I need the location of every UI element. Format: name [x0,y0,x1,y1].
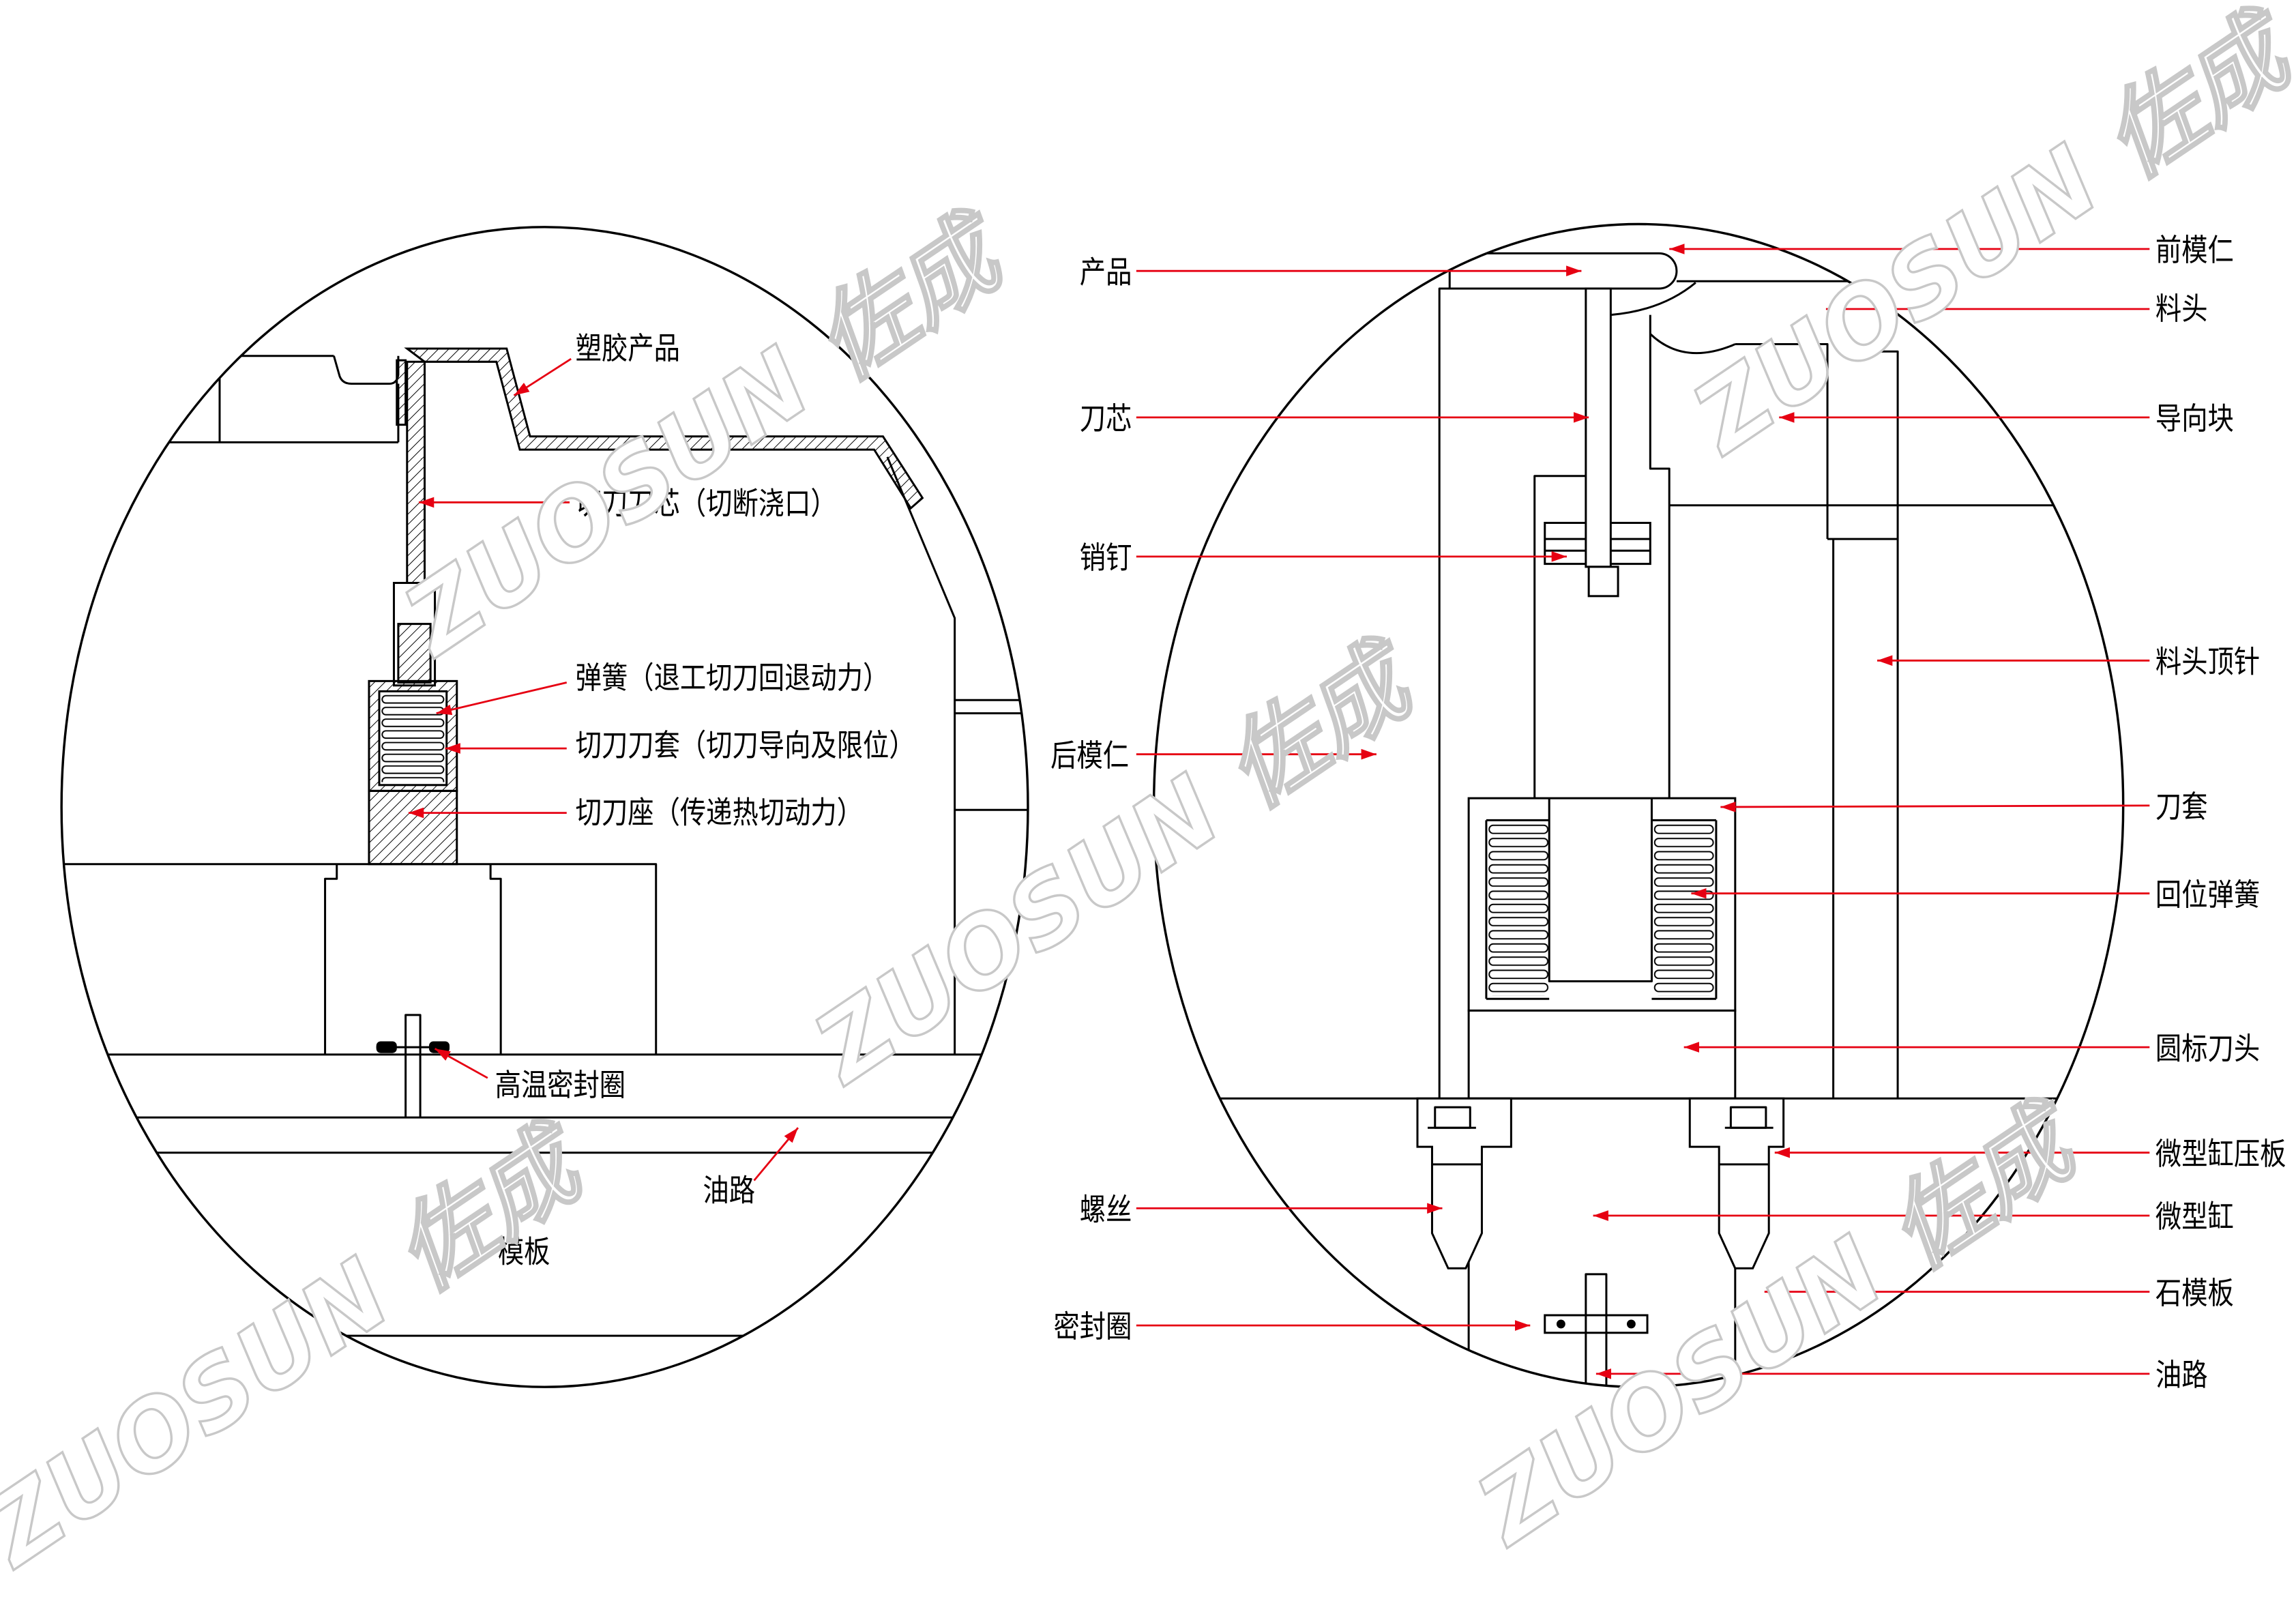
label-micro-cylinder: 微型缸 [2155,1199,2234,1235]
right-detail-diagram: 产品 刀芯 销钉 后模仁 螺丝 密封圈 前模仁 料头 导向块 料头顶针 刀套 回… [1050,222,2286,1393]
arrow-right-cutter-sleeve [1720,802,2150,812]
label-right-cutter-core: 刀芯 [1080,400,1132,437]
label-cutter-sleeve: 切刀刀套（切刀导向及限位） [576,727,915,763]
right-round-cutter-head [1467,1009,1737,1100]
label-rear-mold-insert: 后模仁 [1050,737,1129,774]
label-plastic-product: 塑胶产品 [576,330,680,366]
label-spring: 弹簧（退工切刀回退动力） [576,660,889,696]
watermark: ZUOSUN 佐成 [793,619,1439,1106]
right-press-plate-screw-right [1688,1097,1785,1270]
label-mold-plate: 石模板 [2155,1275,2234,1311]
label-oil-path-left: 油路 [703,1173,755,1209]
left-cutter-seat [368,789,458,866]
right-return-spring-right [1653,823,1715,996]
label-runner: 料头 [2155,291,2208,327]
label-front-mold-insert: 前模仁 [2155,232,2234,268]
label-right-seal-ring: 密封圈 [1053,1308,1132,1345]
right-cutter-core-foot [1587,566,1619,598]
left-cylinder-pocket [324,864,502,1055]
right-detail-drawing [1153,252,2123,1388]
right-cutter-core [1585,287,1612,568]
label-oil-path-right: 油路 [2155,1357,2208,1393]
label-cylinder-press-plate: 微型缸压板 [2155,1136,2286,1172]
right-seal-ring [1544,1273,1649,1388]
label-screw: 螺丝 [1080,1191,1132,1227]
label-right-cutter-sleeve: 刀套 [2155,789,2208,825]
arrow-oil-path-left [753,1127,799,1182]
watermark: ZUOSUN 佐成 [0,1103,609,1589]
left-right-step-lines [954,699,1028,811]
left-cavity-side-line [886,456,956,1055]
left-gate-notch [332,355,400,385]
left-detail-drawing [61,347,1028,1337]
label-dowel-pin: 销钉 [1080,540,1132,576]
left-plastic-product [404,347,924,510]
left-spring [381,694,445,782]
label-round-cutter-head: 圆标刀头 [2155,1030,2260,1066]
right-runner-ejector-pin [1827,350,1899,1099]
label-guide-block: 导向块 [2155,400,2234,437]
left-detail-diagram: 塑胶产品 切刀刀芯（切断浇口） 弹簧（退工切刀回退动力） 切刀刀套（切刀导向及限… [60,226,1029,1388]
right-guide-block-outline [1649,314,2109,799]
left-piston-stem [404,1014,422,1118]
right-return-spring-left [1488,823,1550,996]
label-cutter-seat: 切刀座（传递热切动力） [576,795,863,831]
right-rear-mold-outline [1438,287,1586,1099]
right-press-plate-screw-left [1416,1097,1512,1270]
arrow-seal-ring [434,1048,488,1079]
left-plate-lines [61,1053,1028,1337]
right-runner-curve [1610,282,1736,355]
left-plate-top-line [61,863,658,1055]
label-runner-ejector-pin: 料头顶针 [2155,643,2260,679]
left-cutter-core [406,360,426,585]
label-template: 模板 [498,1234,550,1270]
label-return-spring: 回位弹簧 [2155,877,2260,913]
left-detail-circle [60,226,1029,1388]
watermark: ZUOSUN 佐成 [383,192,1029,678]
right-cutter-holder [1533,475,1586,799]
label-high-temp-seal-ring: 高温密封圈 [495,1067,626,1103]
arrow-plastic-product [513,357,572,396]
label-cutter-core: 切刀刀芯（切断浇口） [576,486,837,522]
label-product: 产品 [1080,254,1132,290]
right-cutter-sleeve-inner [1485,798,1718,1000]
arrow-spring [436,681,568,716]
